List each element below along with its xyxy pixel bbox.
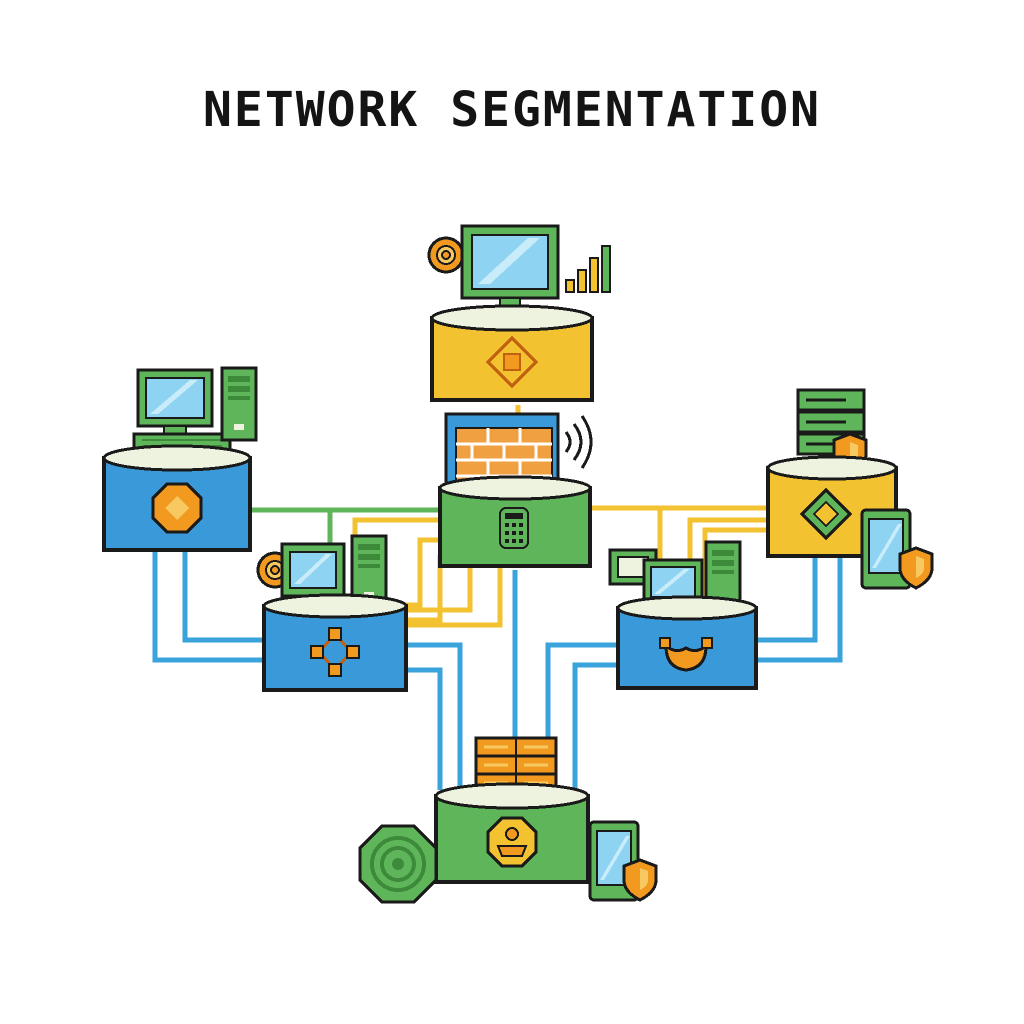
right-node[interactable] [766,388,934,590]
user-badge-icon [486,816,538,868]
blue-link [572,662,620,790]
tablet-shield-icon [860,508,934,590]
signal-bars-icon [565,245,611,293]
blue-link [152,550,265,663]
bottom-node[interactable] [358,736,658,904]
left-node[interactable] [102,366,258,552]
spiral-disk-icon [358,824,438,904]
diagram-title: NETWORK SEGMENTATION [203,82,821,138]
tablet-shield-icon [588,820,658,902]
blue-link [755,555,818,643]
blue-link [405,667,443,790]
diamond-arrows-icon [485,335,539,389]
diamond-icon [799,487,853,541]
yellow-link [405,537,440,608]
network-hub-icon [310,627,360,677]
mid-right-node[interactable] [608,540,758,690]
top-node[interactable] [427,224,611,402]
firewall-node[interactable] [438,412,593,568]
wifi-waves-icon [564,415,593,469]
handshake-icon [659,637,713,672]
yellow-link [405,565,473,613]
gear-badge-icon [427,236,465,274]
mid-left-node[interactable] [256,534,408,692]
desktop-pc-icon [280,542,346,603]
tower-icon [220,366,258,442]
blue-link [405,642,463,790]
octagon-badge-icon [151,482,203,534]
yellow-link [405,565,503,628]
blue-link [182,550,265,643]
monitor-icon [460,224,560,315]
yellow-link [405,555,443,623]
keypad-icon [499,507,529,549]
blue-link [755,555,843,663]
desktop-pc-icon [132,368,232,454]
